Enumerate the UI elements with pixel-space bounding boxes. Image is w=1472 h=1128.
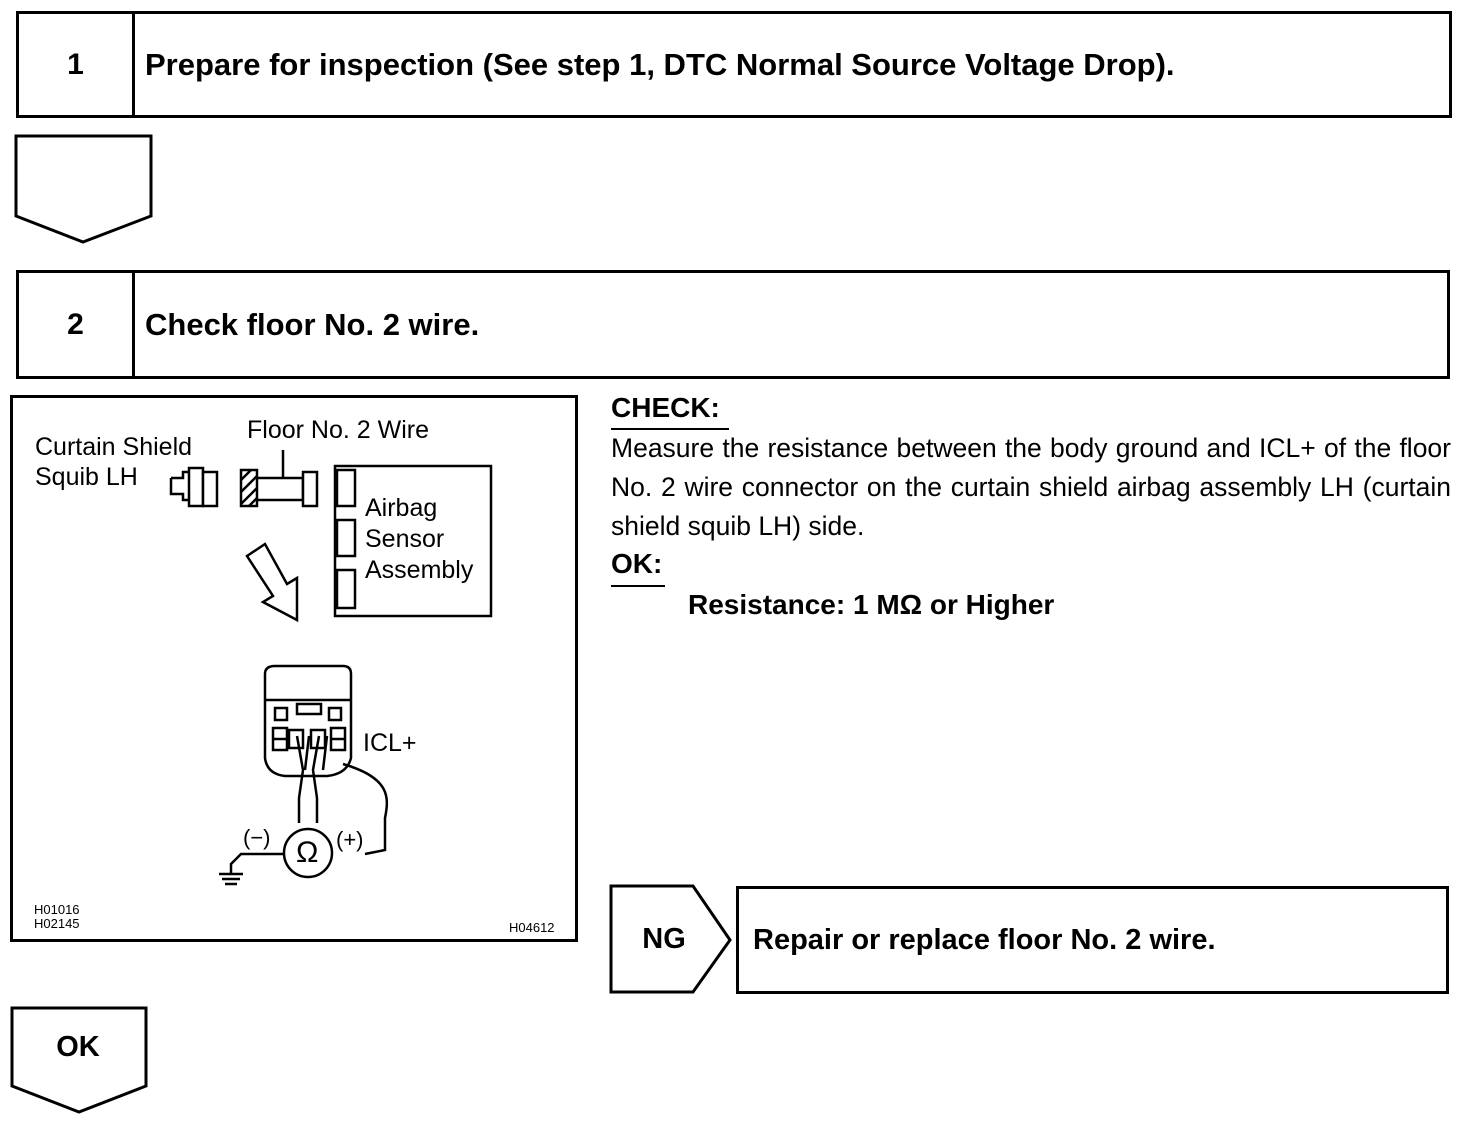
flow-arrow-down-icon bbox=[14, 134, 153, 244]
ok-heading: OK: bbox=[611, 548, 663, 579]
figure-code-2: H02145 bbox=[34, 916, 80, 931]
ok-result-label: OK bbox=[56, 1030, 100, 1063]
icl-plus-label: ICL+ bbox=[363, 729, 417, 757]
ng-label: NG bbox=[642, 922, 686, 955]
connector-drawing bbox=[169, 450, 493, 886]
minus-terminal-label: (−) bbox=[243, 825, 271, 850]
step-1-title: Prepare for inspection (See step 1, DTC … bbox=[145, 46, 1175, 82]
check-heading-underline bbox=[611, 428, 729, 430]
resistance-spec: Resistance: 1 MΩ or Higher bbox=[688, 589, 1055, 620]
direction-arrow-icon bbox=[245, 542, 299, 623]
squib-connector-icon bbox=[169, 466, 219, 508]
step-1-number: 1 bbox=[19, 14, 135, 115]
plus-terminal-label: (+) bbox=[336, 827, 364, 852]
floor-wire-label: Floor No. 2 Wire bbox=[247, 416, 429, 444]
airbag-sensor-assembly-icon bbox=[333, 464, 493, 618]
figure-code-1: H01016 bbox=[34, 902, 80, 917]
ohm-symbol: Ω bbox=[296, 836, 319, 869]
sensor-label: Sensor bbox=[365, 525, 445, 553]
step-2-box: 2 Check floor No. 2 wire. bbox=[16, 270, 1450, 379]
step-1-box: 1 Prepare for inspection (See step 1, DT… bbox=[16, 11, 1452, 118]
ng-action-text: Repair or replace floor No. 2 wire. bbox=[753, 923, 1216, 956]
ng-action-box: Repair or replace floor No. 2 wire. bbox=[736, 886, 1449, 994]
floor-wire-connector-icon bbox=[239, 450, 319, 508]
ohmmeter-icon bbox=[219, 827, 334, 886]
check-description: Measure the resistance between the body … bbox=[611, 433, 1451, 541]
wiring-diagram-figure: Curtain Shield Squib LH Floor No. 2 Wire… bbox=[10, 395, 578, 942]
figure-code-3: H04612 bbox=[509, 920, 555, 935]
step-2-number: 2 bbox=[19, 273, 135, 376]
squib-lh-label: Squib LH bbox=[35, 463, 138, 491]
check-heading: CHECK: bbox=[611, 392, 720, 423]
ok-heading-underline bbox=[611, 585, 665, 587]
curtain-shield-label: Curtain Shield bbox=[35, 433, 193, 461]
step-2-title: Check floor No. 2 wire. bbox=[145, 306, 480, 342]
connector-closeup-icon bbox=[263, 664, 389, 856]
airbag-label: Airbag bbox=[365, 494, 438, 522]
assembly-label: Assembly bbox=[365, 556, 474, 584]
